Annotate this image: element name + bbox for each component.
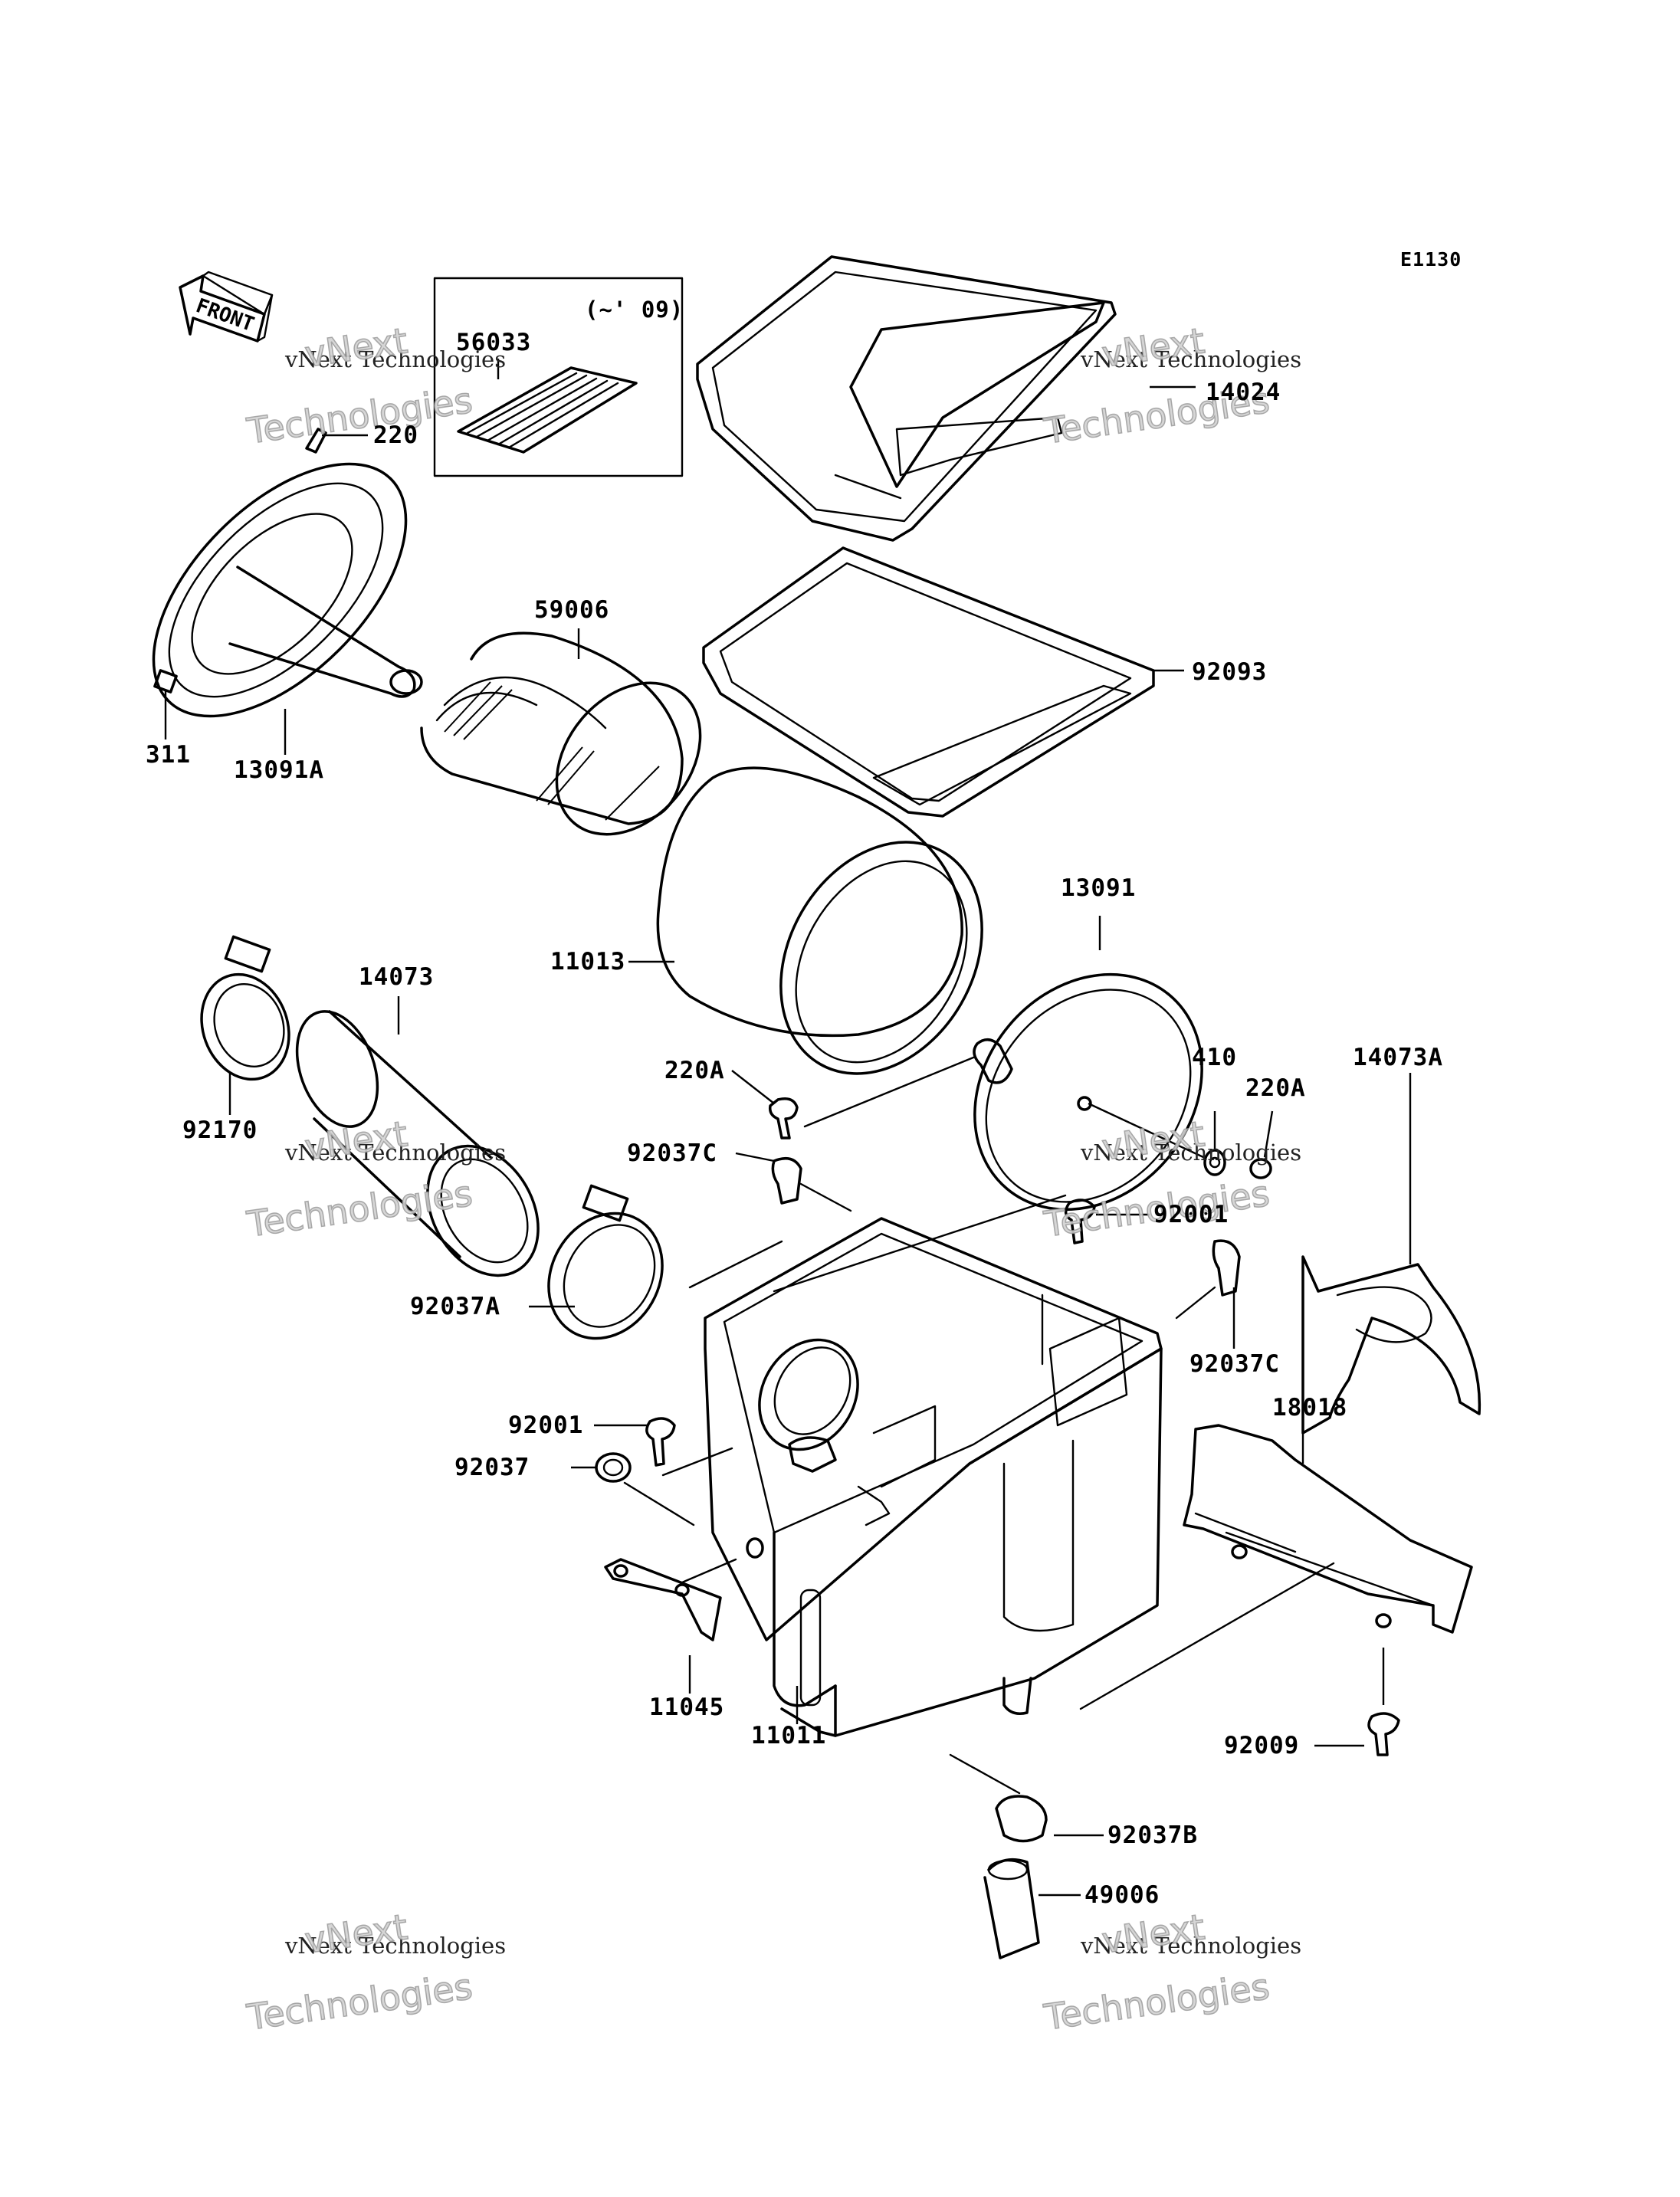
filter-screen-box [433,277,684,477]
callout-410: 410 [1192,1044,1237,1071]
watermark-line: vNext Technologies [285,1139,507,1166]
diagram-code: E1130 [1400,248,1462,271]
watermark-line: vNext Technologies [1081,1139,1302,1166]
note-box-label: (~' 09) [585,297,684,323]
callout-92093: 92093 [1192,658,1268,686]
callout-92009: 92009 [1224,1732,1300,1759]
callout-14073A: 14073A [1353,1044,1443,1071]
bracket [604,1558,737,1694]
callout-56033: 56033 [456,329,532,356]
air-cleaner-case [688,1194,1163,1737]
callout-220A-left: 220A [664,1057,725,1084]
callout-92037A: 92037A [410,1293,500,1320]
gasket [702,546,1184,818]
callout-18018: 18018 [1272,1394,1348,1421]
callout-59006: 59006 [534,596,610,624]
air-cleaner-cover [696,255,1196,542]
intake-duct [295,996,540,1277]
watermark-line: vNext Technologies [1081,1933,1302,1959]
foam-element [628,766,983,1075]
callout-11045: 11045 [649,1694,725,1721]
callout-92037B: 92037B [1107,1822,1198,1849]
callout-49006: 49006 [1084,1881,1160,1909]
callout-11011: 11011 [751,1722,827,1749]
inlet-cover [152,428,423,755]
clamp-92037B [949,1753,1104,1843]
inlet-shroud [1301,1073,1481,1435]
watermark-line: vNext Technologies [285,1933,507,1959]
callout-14024: 14024 [1206,379,1281,406]
callout-13091: 13091 [1061,874,1137,902]
clamp-92037A [529,1184,664,1340]
callout-220: 220 [373,421,418,449]
splash-guard [1079,1424,1473,1710]
callout-92037C-left: 92037C [627,1139,717,1167]
callout-14073: 14073 [359,963,435,991]
callout-92170: 92170 [182,1117,258,1144]
watermark-line: vNext Technologies [1081,346,1302,372]
air-filter-element [420,628,702,836]
callout-11013: 11013 [550,948,626,976]
clip-92037C-right [1175,1239,1241,1349]
watermark-line: vNext Technologies [285,346,507,372]
callout-92037: 92037 [454,1454,530,1481]
hardware-small [731,1056,1274,1179]
bolt-92009 [1314,1648,1400,1756]
callout-13091A: 13091A [234,756,324,784]
drain-plug [983,1858,1081,1959]
clip-92037C-left [735,1152,852,1212]
bolt-92001-left [594,1417,733,1477]
front-arrow: FRONT [179,271,274,343]
callout-220A-right: 220A [1245,1074,1306,1102]
clamp-92170 [200,935,290,1115]
callout-92001-left: 92001 [508,1412,584,1439]
element-holder [973,916,1204,1212]
callout-92001-right: 92001 [1153,1201,1229,1228]
callout-311: 311 [146,741,191,769]
clamp-92037 [571,1452,695,1526]
callout-92037C-right: 92037C [1189,1350,1280,1378]
bolt-92001-right [1064,1199,1150,1244]
